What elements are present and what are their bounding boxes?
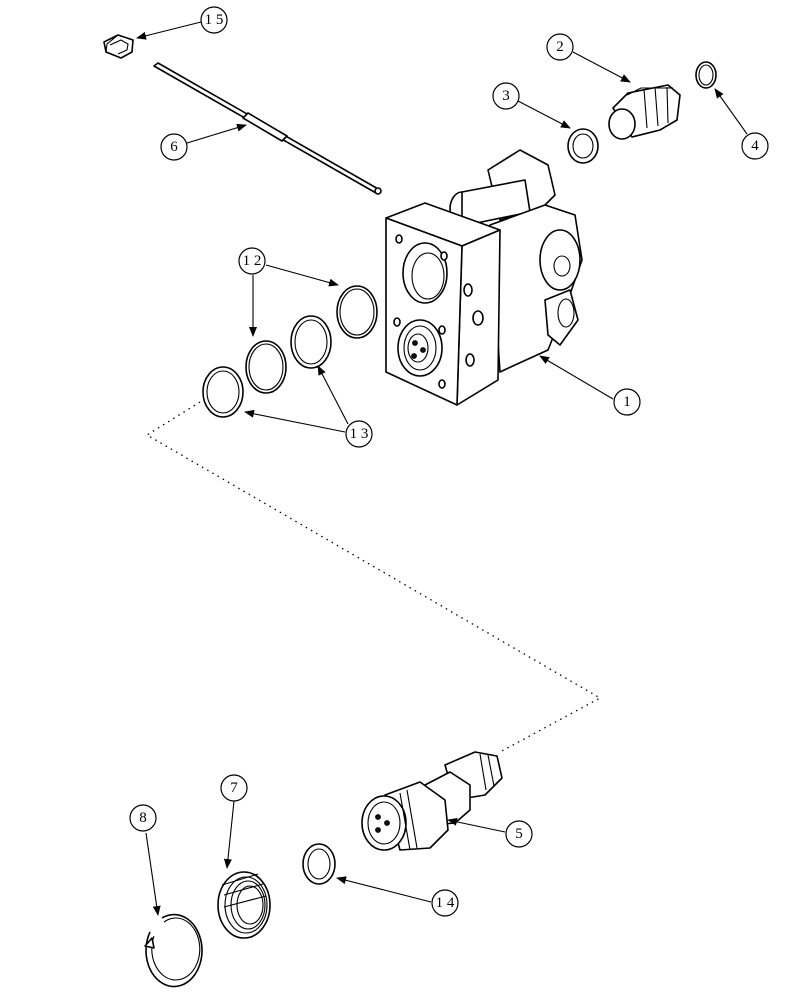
rod-part xyxy=(153,62,382,195)
svg-text:3: 3 xyxy=(502,88,510,104)
spool-part xyxy=(361,751,503,851)
snap-ring-part xyxy=(144,913,203,988)
svg-text:1 2: 1 2 xyxy=(243,253,262,269)
callout-13: 1 3 xyxy=(345,420,373,448)
svg-text:5: 5 xyxy=(515,826,523,842)
fitting-part xyxy=(608,84,681,140)
assembly-path-line xyxy=(145,401,602,753)
svg-text:2: 2 xyxy=(556,39,564,55)
callout-15-top: 1 5 xyxy=(200,6,228,34)
svg-text:1 5: 1 5 xyxy=(205,12,224,28)
svg-text:1 4: 1 4 xyxy=(436,895,455,911)
leader-lines xyxy=(136,21,748,916)
svg-text:4: 4 xyxy=(751,138,759,154)
oring-part-12 xyxy=(245,285,378,394)
oring-part-4 xyxy=(695,61,717,89)
backup-ring-part-13 xyxy=(202,315,332,418)
callout-2: 2 xyxy=(546,33,574,61)
callout-14: 1 4 xyxy=(431,889,459,917)
callout-5: 5 xyxy=(505,820,533,848)
callout-4: 4 xyxy=(741,132,769,160)
callout-1: 1 xyxy=(613,388,641,416)
callout-3: 3 xyxy=(492,82,520,110)
svg-text:1 3: 1 3 xyxy=(350,426,369,442)
svg-text:8: 8 xyxy=(139,810,147,826)
spring-part xyxy=(217,871,271,939)
washer-part-3 xyxy=(567,128,599,164)
svg-text:1: 1 xyxy=(623,394,631,410)
valve-housing-part xyxy=(385,149,583,406)
callout-7: 7 xyxy=(220,774,248,802)
callout-12: 1 2 xyxy=(238,247,266,275)
clip-part xyxy=(103,34,134,59)
callout-6: 6 xyxy=(160,133,188,161)
washer-part-14 xyxy=(302,843,336,885)
callout-8: 8 xyxy=(129,804,157,832)
svg-text:6: 6 xyxy=(170,139,178,155)
svg-text:7: 7 xyxy=(230,780,238,796)
